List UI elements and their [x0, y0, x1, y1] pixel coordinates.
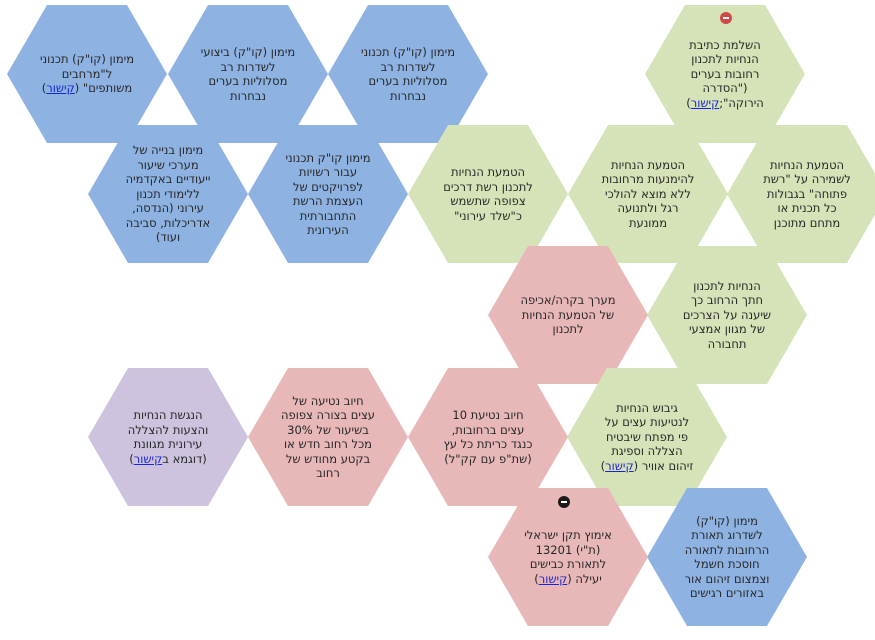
hexagon-r1-4: מימון (קו"ק) תכנוני ל"מרחבים משותפים" (ק…	[7, 5, 167, 143]
hexagon-suffix: )	[129, 451, 134, 466]
hexagon-text: הנגשת הנחיות והצעות להצללה עירונית מגוונ…	[118, 408, 218, 466]
hexagon-label: מימון בנייה של מערכי שיעור ייעודיים באקד…	[125, 143, 211, 245]
hexagon-label: חיוב נטיעה של עצים בצורה צפופה בשיעור של…	[281, 393, 375, 481]
hexagon-label: מימון (קו"ק) תכנוני ל"מרחבים משותפים" (	[39, 52, 135, 96]
hexagon-label: מערך בקרה/אכיפה של הטמעת הנחיות לתכנון	[520, 293, 616, 337]
hexagon-label: הטמעת הנחיות לתכנון רשת דרכים צפופה שתשמ…	[443, 165, 533, 223]
hexagon-text: הטמעת הנחיות להימנעות מרחובות ללא מוצא ל…	[598, 158, 698, 231]
hexagon-text: הטמעת הנחיות לשמירה על "רשת פתוחה" בגבול…	[757, 158, 857, 231]
hexagon-label: הנחיות לתכנון חתך הרחוב כך שיענה על הצרכ…	[682, 278, 772, 351]
hexagon-suffix: )	[534, 571, 539, 586]
hexagon-r1-2: מימון (קו"ק) תכנוני לשדרות רב מסלוליות ב…	[328, 5, 488, 143]
hexagon-r5-2: אימוץ תקן ישראלי (ת"י) 13201 לתאורת כביש…	[488, 488, 648, 626]
hexagon-label: השלמת כתיבת הנחיות לתכנון רחובות בערים (…	[689, 37, 764, 110]
hexagon-suffix: )	[41, 81, 47, 96]
link-kishur[interactable]: קישור	[46, 81, 75, 96]
hexagon-r4-1: גיבוש הנחיות לנטיעות עצים על פי מפתח שיב…	[567, 368, 727, 506]
hexagon-r1-3: מימון (קו"ק) ביצועי לשדרות רב מסלוליות ב…	[168, 5, 328, 143]
hexagon-text: מערך בקרה/אכיפה של הטמעת הנחיות לתכנון	[518, 293, 618, 337]
hexagon-text: הנחיות לתכנון חתך הרחוב כך שיענה על הצרכ…	[677, 279, 777, 352]
minus-badge-icon	[558, 496, 570, 508]
hexagon-text: חיוב נטיעה של עצים בצורה צפופה בשיעור של…	[278, 394, 378, 481]
hexagon-text: השלמת כתיבת הנחיות לתכנון רחובות בערים (…	[675, 38, 775, 111]
hexagon-r2-4: מימון קו"ק תכנוני עבור רשויות לפרויקטים …	[248, 125, 408, 263]
minus-badge-icon	[720, 12, 732, 24]
hexagon-r2-5: מימון בנייה של מערכי שיעור ייעודיים באקד…	[88, 125, 248, 263]
hexagon-label: מימון (קו"ק) לשדרוג תאורת הרחובות לתאורה…	[684, 513, 770, 601]
hexagon-suffix: )	[686, 95, 691, 110]
hexagon-label: הטמעת הנחיות להימנעות מרחובות ללא מוצא ל…	[601, 157, 695, 230]
hexagon-label: הנגשת הנחיות והצעות להצללה עירונית מגוונ…	[127, 408, 209, 466]
link-kishur[interactable]: קישור	[538, 571, 568, 586]
hexagon-r4-2: חיוב נטיעת 10 עצים ברחובות, כנגד כריתת כ…	[408, 368, 568, 506]
link-kishur[interactable]: קישור	[133, 451, 163, 466]
hexagon-r4-4: הנגשת הנחיות והצעות להצללה עירונית מגוונ…	[88, 368, 248, 506]
hexagon-text: חיוב נטיעת 10 עצים ברחובות, כנגד כריתת כ…	[438, 408, 538, 466]
hexagon-label: הטמעת הנחיות לשמירה על "רשת פתוחה" בגבול…	[763, 157, 851, 230]
hexagon-text: גיבוש הנחיות לנטיעות עצים על פי מפתח שיב…	[597, 401, 697, 474]
hexagon-text: מימון (קו"ק) ביצועי לשדרות רב מסלוליות ב…	[198, 45, 298, 103]
hexagon-r3-2: מערך בקרה/אכיפה של הטמעת הנחיות לתכנון	[488, 246, 648, 384]
hexagon-suffix: )	[600, 458, 606, 473]
hexagon-text: אימוץ תקן ישראלי (ת"י) 13201 לתאורת כביש…	[518, 528, 618, 586]
hexagon-text: מימון בנייה של מערכי שיעור ייעודיים באקד…	[118, 143, 218, 245]
hexagon-text: מימון (קו"ק) תכנוני לשדרות רב מסלוליות ב…	[358, 45, 458, 103]
link-kishur[interactable]: קישור	[605, 458, 634, 473]
hexagon-label: מימון (קו"ק) תכנוני לשדרות רב מסלוליות ב…	[360, 45, 456, 103]
hexagon-r2-2: הטמעת הנחיות להימנעות מרחובות ללא מוצא ל…	[568, 125, 728, 263]
hexagon-label: אימוץ תקן ישראלי (ת"י) 13201 לתאורת כביש…	[524, 528, 612, 586]
hexagon-text: מימון קו"ק תכנוני עבור רשויות לפרויקטים …	[278, 151, 378, 238]
hexagon-r1-1: השלמת כתיבת הנחיות לתכנון רחובות בערים (…	[645, 5, 805, 143]
hexagon-r3-1: הנחיות לתכנון חתך הרחוב כך שיענה על הצרכ…	[647, 246, 807, 384]
link-kishur[interactable]: קישור	[690, 95, 720, 110]
hexagon-label: גיבוש הנחיות לנטיעות עצים על פי מפתח שיב…	[604, 400, 694, 473]
hexagon-r2-1: הטמעת הנחיות לשמירה על "רשת פתוחה" בגבול…	[727, 125, 875, 263]
hexagon-text: מימון (קו"ק) תכנוני ל"מרחבים משותפים" (ק…	[37, 52, 137, 96]
hexagon-r2-3: הטמעת הנחיות לתכנון רשת דרכים צפופה שתשמ…	[408, 125, 568, 263]
hexagon-label: מימון קו"ק תכנוני עבור רשויות לפרויקטים …	[285, 150, 371, 238]
hexagon-r4-3: חיוב נטיעה של עצים בצורה צפופה בשיעור של…	[248, 368, 408, 506]
hexagon-r5-1: מימון (קו"ק) לשדרוג תאורת הרחובות לתאורה…	[647, 488, 807, 626]
hexagon-label: מימון (קו"ק) ביצועי לשדרות רב מסלוליות ב…	[200, 45, 296, 103]
hexagon-text: מימון (קו"ק) לשדרוג תאורת הרחובות לתאורה…	[677, 514, 777, 601]
hexagon-label: חיוב נטיעת 10 עצים ברחובות, כנגד כריתת כ…	[443, 408, 533, 466]
hexagon-text: הטמעת הנחיות לתכנון רשת דרכים צפופה שתשמ…	[438, 165, 538, 223]
